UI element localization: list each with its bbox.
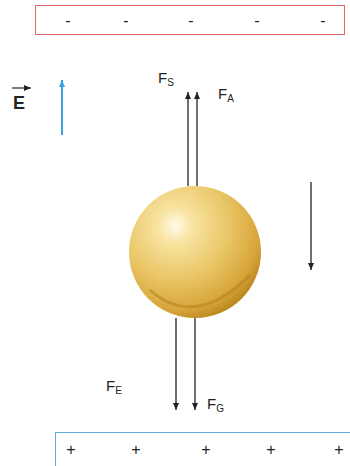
force-label: FG	[207, 396, 224, 414]
motion-arrow	[310, 182, 311, 270]
charge-sign: -	[254, 13, 259, 29]
charge-sign: -	[123, 13, 128, 29]
gold-sphere	[129, 186, 261, 318]
charge-sign: -	[188, 13, 193, 29]
force-arrow-g	[194, 318, 195, 410]
force-label: FA	[218, 86, 234, 104]
force-arrow-s	[187, 92, 188, 186]
negative-plate: -----	[35, 5, 345, 35]
sphere-shade	[150, 275, 250, 307]
field-label: E	[13, 94, 25, 112]
charge-sign: +	[201, 442, 210, 458]
charge-sign: -	[320, 13, 325, 29]
force-label: FE	[106, 378, 122, 396]
force-arrow-e	[175, 318, 176, 410]
charge-sign: +	[266, 442, 275, 458]
field-arrow	[61, 80, 63, 135]
vector-arrow	[12, 87, 31, 88]
positive-plate: + + + + +	[55, 432, 350, 466]
charge-sign: +	[66, 442, 75, 458]
charge-sign: -	[65, 13, 70, 29]
charge-sign: +	[131, 442, 140, 458]
charge-sign: +	[334, 442, 343, 458]
force-label: FS	[158, 70, 174, 88]
force-arrow-a	[196, 92, 197, 186]
